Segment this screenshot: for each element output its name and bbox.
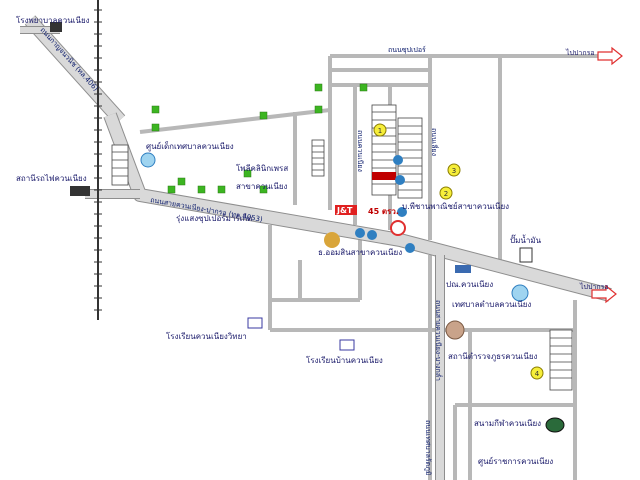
gas-station-icon [519, 247, 533, 263]
label-post-office: ปณ.ควนเนียง [446, 280, 494, 289]
hospital-icon [50, 22, 62, 32]
station-icon [70, 186, 90, 196]
marker-3 [447, 163, 461, 177]
poi-icons [50, 22, 565, 433]
label-school-1: โรงเรียนควนเนียงวิทยา [166, 332, 247, 341]
label-polyclinic: โพลีคลินิกเพรส [236, 164, 289, 173]
school-1-icon [247, 317, 263, 329]
marker-numbers: 1 3 2 4 [378, 127, 540, 378]
road-label-inner: ถนนควนเนียง [356, 130, 364, 172]
marker-1 [373, 123, 387, 137]
municipality-icon [511, 284, 529, 302]
highlight-plot [372, 172, 396, 180]
label-gas-station: ปั๊มน้ำมัน [510, 236, 542, 245]
child-center-icon [140, 152, 156, 168]
road-label-lower: ถนนเทศบาลรัตภูมิ [424, 420, 432, 475]
bank-icon [324, 232, 340, 248]
label-police-station: สถานีตำรวจภูธรควนเนียง [448, 352, 538, 361]
marker-1-label: 1 [378, 127, 382, 135]
marker-2-label: 2 [444, 190, 448, 198]
blue-dot [395, 175, 405, 185]
marker-4-label: 4 [535, 370, 540, 378]
direction-arrows [591, 46, 623, 304]
blue-dot [355, 228, 365, 238]
numbered-markers [355, 123, 544, 380]
label-bank: ธ.ออมสินสาขาควนเนียง [318, 248, 403, 257]
secondary-roads [139, 54, 600, 480]
pharmacy-icon [390, 220, 406, 236]
marker-3-label: 3 [452, 167, 456, 175]
blue-dot [393, 155, 403, 165]
school-2-icon [339, 339, 355, 351]
road-label-right: ถนนเลี่ยง [430, 128, 439, 156]
label-market: รุ่งแสงซุปเปอร์มาร์เก็ต [176, 214, 253, 223]
label-hospital: โรงพยาบาลควนเนียง [16, 16, 90, 25]
label-branch: สาขาควนเนียง [236, 182, 288, 191]
police-icon [445, 320, 465, 340]
label-jt: J&T [337, 206, 353, 215]
label-stadium: สนามกีฬาควนเนียง [474, 419, 542, 428]
marker-2 [439, 186, 453, 200]
green-buildings [151, 83, 368, 194]
label-to-right-top: ไปปากรอ [566, 49, 595, 57]
blue-dot [367, 230, 377, 240]
stadium-icon [545, 417, 565, 433]
road-label-top: ถนนซุปเปอร์ [388, 46, 426, 54]
label-child-center: ศูนย์เด็กเทศบาลควนเนียง [146, 142, 234, 151]
post-office-icon [455, 265, 471, 273]
label-area: 45 ตรว. [368, 207, 399, 216]
label-pharmacy: บ.พีชานพาณิชย์สาขาควนเนียง [402, 202, 510, 211]
label-school-2: โรงเรียนบ้านควนเนียง [306, 356, 383, 365]
label-gov-center: ศูนย์ราชการควนเนียง [478, 457, 554, 466]
marker-4 [530, 366, 544, 380]
railway [94, 0, 102, 320]
road-label-vertical: ถนนสายควนเนียง-บางกล่ำ [434, 300, 443, 381]
blue-dot [405, 243, 415, 253]
label-railway-station: สถานีรถไฟควนเนียง [16, 174, 87, 183]
jt-logo-icon [335, 205, 357, 215]
blue-dot [397, 207, 407, 217]
label-municipality: เทศบาลตำบลควนเนียง [452, 300, 532, 309]
label-to-right-mid: ไปปากรอ [580, 283, 609, 291]
road-label-rail: ถนนกาญจนวนิช (ทล.406) [39, 26, 100, 93]
